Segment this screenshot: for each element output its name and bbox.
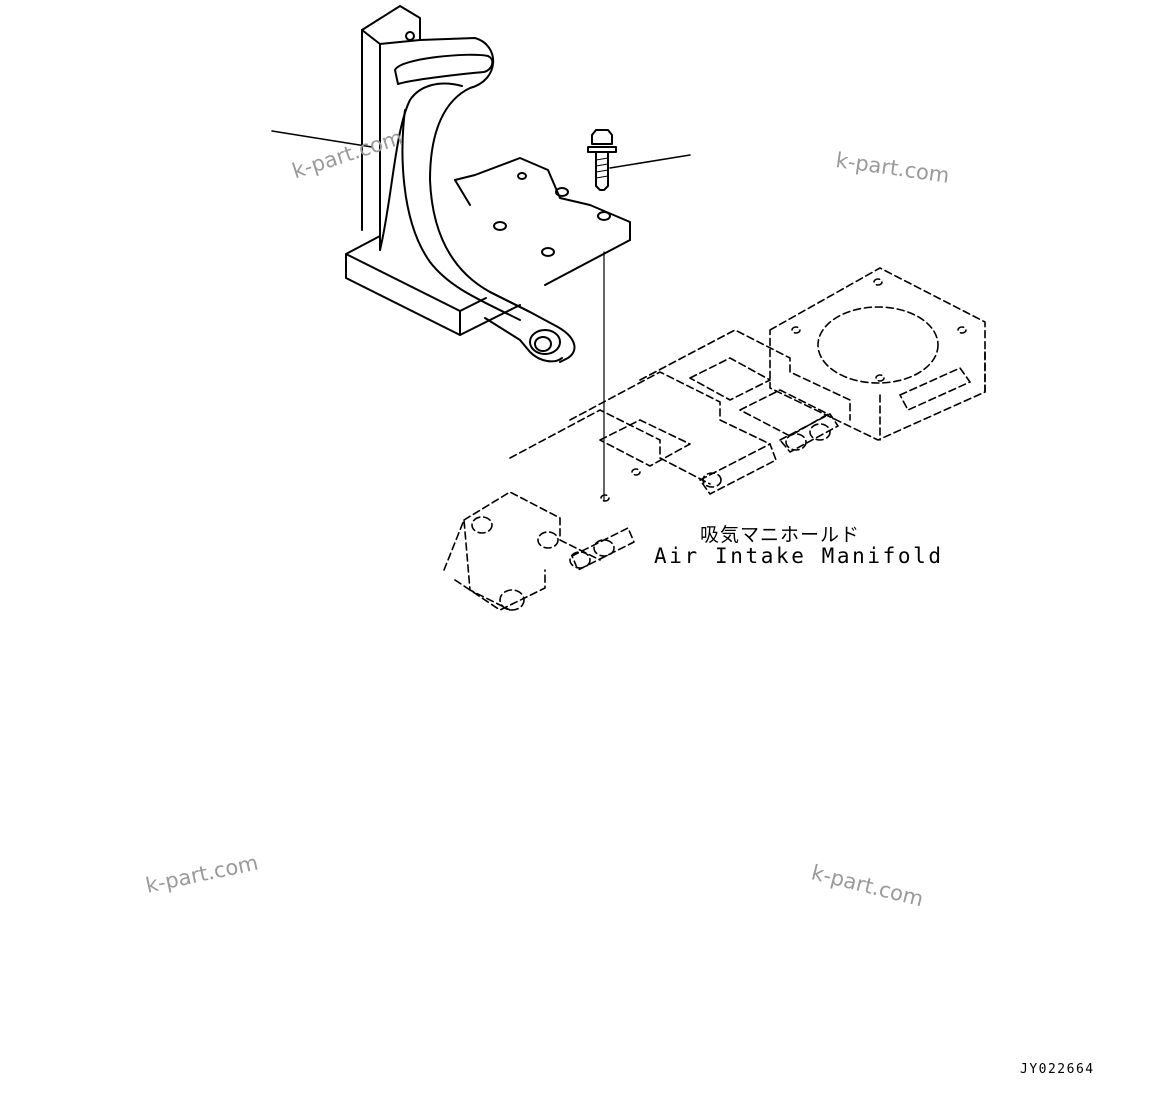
bracket-pad-hole (555, 187, 569, 197)
manifold-label-english: Air Intake Manifold (654, 544, 944, 568)
manifold-port-1 (689, 357, 771, 401)
manifold (443, 267, 986, 611)
bracket-top-hole (405, 31, 415, 41)
manifold-port-3 (739, 389, 829, 437)
manifold-label-japanese: 吸気マニホールド (700, 524, 861, 546)
bracket-base-top-edge (345, 235, 381, 255)
bracket-pad-left (454, 179, 471, 206)
manifold-left-boss (471, 516, 493, 534)
bracket-arm-end (489, 291, 576, 363)
manifold-boss (569, 551, 591, 569)
manifold-left-boss (499, 589, 525, 611)
manifold-flange-hole (873, 278, 883, 286)
bracket-arm-lower (484, 317, 563, 363)
bracket-column-top-front (379, 39, 421, 45)
bracket-slot (394, 53, 494, 85)
manifold-left-top (463, 491, 601, 561)
bolt-head (591, 129, 613, 145)
manifold-flange (769, 267, 986, 441)
bracket-pad-hole (493, 221, 507, 231)
bracket-pad-hole (597, 211, 611, 221)
manifold-bolt-hole (631, 468, 641, 476)
bolt-thread (595, 157, 609, 179)
bracket (271, 5, 631, 363)
bracket-column-top (361, 5, 421, 41)
manifold-flange-port (899, 367, 971, 411)
manifold-bolt-hole (600, 494, 610, 502)
bracket-boss (529, 329, 561, 355)
bolt-flange (587, 146, 617, 153)
bracket-leader-line (271, 130, 373, 148)
bracket-pad-hole (517, 172, 527, 180)
manifold-body-low (509, 409, 711, 485)
manifold-flange-hole (875, 374, 885, 382)
manifold-left-boss (537, 531, 559, 549)
manifold-boss (702, 472, 722, 488)
manifold-boss (785, 433, 807, 451)
bracket-pad-hole (541, 247, 555, 257)
manifold-body-top (639, 329, 851, 421)
manifold-boss (593, 539, 615, 557)
manifold-left-side (443, 519, 511, 611)
manifold-flange-hole (957, 326, 967, 334)
manifold-boss (809, 423, 831, 441)
bolt-leader-line (609, 154, 691, 169)
drawing-code: JY022664 (1020, 1062, 1095, 1077)
bolt-shank (595, 151, 609, 191)
bracket-arm-inner-edge (401, 109, 521, 321)
bolt (587, 129, 691, 501)
bracket-base-plate (345, 253, 461, 336)
manifold-flange-bore (817, 306, 939, 384)
manifold-left-bottom (454, 569, 546, 611)
manifold-runner (571, 527, 635, 571)
manifold-runner (699, 443, 777, 495)
manifold-flange-hole (791, 326, 801, 334)
manifold-runner (779, 413, 839, 453)
bracket-boss-hole (534, 336, 552, 352)
manifold-flange-edge (879, 349, 986, 441)
bracket-arm-inner (379, 82, 463, 251)
manifold-port-2 (599, 419, 691, 467)
bracket-base-upper-edge (459, 297, 487, 312)
manifold-body-mid (569, 371, 771, 445)
